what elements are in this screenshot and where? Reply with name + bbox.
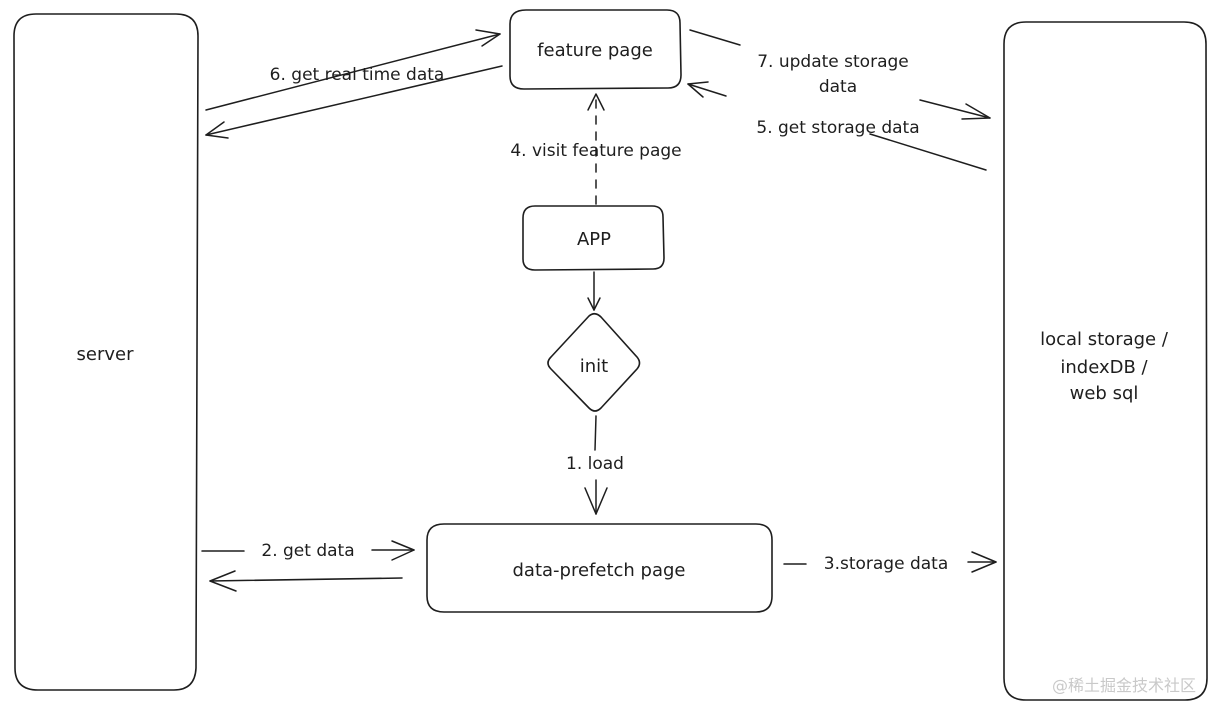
init-label: init: [580, 356, 608, 377]
storage-label-line2: indexDB /: [1060, 357, 1148, 378]
feature-page-box: [509, 9, 682, 90]
data-prefetch-box: [426, 523, 773, 613]
init-diamond: [547, 312, 641, 412]
storage-box: [1003, 21, 1208, 701]
data-prefetch-label: data-prefetch page: [513, 560, 686, 581]
server-node: server: [13, 13, 199, 691]
storage-node: local storage / indexDB / web sql: [1003, 21, 1208, 701]
app-box: [522, 205, 665, 271]
update-storage-label-line2: data: [819, 77, 857, 97]
app-label: APP: [577, 229, 611, 250]
feature-page-label: feature page: [537, 40, 653, 61]
feature-page-node: feature page: [509, 9, 682, 90]
get-data-arrow: 2. get data: [201, 540, 415, 561]
get-storage-data-label: 5. get storage data: [756, 118, 919, 138]
get-storage-data-arrow: 5. get storage data: [687, 81, 987, 171]
get-real-time-data-label: 6. get real time data: [270, 65, 445, 85]
server-label: server: [77, 344, 135, 365]
visit-feature-page-arrow: 4. visit feature page: [510, 93, 682, 205]
visit-feature-page-label: 4. visit feature page: [510, 141, 681, 161]
get-real-time-data-arrow: 6. get real time data: [205, 29, 503, 139]
update-storage-data-arrow: 7. update storage data: [689, 29, 991, 120]
server-box: [13, 13, 199, 691]
watermark: @稀土掘金技术社区: [1052, 676, 1196, 695]
storage-label-line1: local storage /: [1040, 329, 1169, 350]
init-node: init: [547, 312, 641, 412]
data-prefetch-node: data-prefetch page: [426, 523, 773, 613]
data-return-arrow: [209, 570, 403, 592]
storage-data-label: 3.storage data: [824, 554, 949, 574]
app-node: APP: [522, 205, 665, 271]
storage-label-line3: web sql: [1070, 383, 1139, 404]
app-to-init-arrow: [587, 271, 601, 311]
load-label: 1. load: [566, 454, 624, 474]
update-storage-label-line1: 7. update storage: [757, 52, 909, 72]
get-data-label: 2. get data: [261, 541, 354, 561]
load-arrow: 1. load: [566, 415, 624, 515]
storage-data-arrow: 3.storage data: [783, 551, 997, 574]
